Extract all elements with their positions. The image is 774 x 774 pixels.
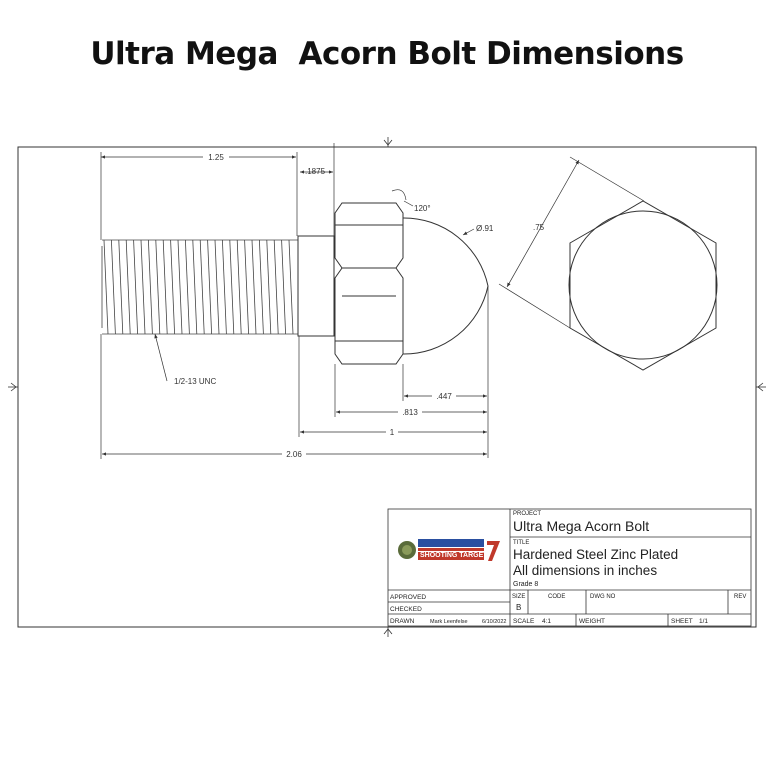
thread-leader xyxy=(154,333,168,382)
dim-dome-angle: 120° xyxy=(414,204,431,213)
dim-shoulder-length: .1875 xyxy=(305,167,326,176)
dim-angle-arc xyxy=(391,189,407,201)
dim-thread-callout: 1/2-13 UNC xyxy=(174,377,216,386)
size-label: SIZE xyxy=(512,594,525,600)
scale-label: SCALE xyxy=(513,618,535,625)
rev-label: REV xyxy=(734,594,746,600)
page-title: Ultra Mega Acorn Bolt Dimensions xyxy=(90,36,684,72)
center-marker-top xyxy=(383,137,393,147)
center-marker-bottom xyxy=(383,627,393,637)
checked-label: CHECKED xyxy=(390,606,422,613)
dim-dome-diameter: Ø.91 xyxy=(476,224,494,233)
center-marker-left xyxy=(8,382,18,392)
approved-label: APPROVED xyxy=(390,594,426,601)
sheet-label: SHEET xyxy=(671,618,693,625)
dim-across-flats: .75 xyxy=(533,223,545,232)
hex-end-view xyxy=(568,200,718,371)
hex-nut-side xyxy=(334,202,404,365)
scale-value: 4:1 xyxy=(542,618,551,625)
drawn-date: 6/10/2022 xyxy=(482,619,506,625)
title-label: TITLE xyxy=(513,540,529,546)
center-marker-right xyxy=(756,382,766,392)
weight-label: WEIGHT xyxy=(579,618,605,625)
project-name: Ultra Mega Acorn Bolt xyxy=(513,518,649,534)
logo-text: SHOOTING TARGETS 7 xyxy=(420,552,498,559)
shoulder xyxy=(297,235,335,337)
dim-line-across-flats xyxy=(506,159,580,288)
title-line-1: Hardened Steel Zinc Plated xyxy=(513,547,678,562)
size-value: B xyxy=(516,603,521,612)
shooting-targets-logo: SHOOTING TARGETS 7 xyxy=(398,539,500,561)
title-block xyxy=(387,508,752,627)
acorn-dome xyxy=(402,217,489,355)
sheet-value: 1/1 xyxy=(699,618,708,625)
dim-overall-thread: 1.25 xyxy=(208,153,224,162)
project-label: PROJECT xyxy=(513,511,541,517)
dim-overall-length: 2.06 xyxy=(286,450,302,459)
code-label: CODE xyxy=(548,594,565,600)
dim-dome-height: .447 xyxy=(436,392,452,401)
drawn-by: Mark Leenfelse xyxy=(430,619,468,625)
dim-nut-length: .813 xyxy=(402,408,418,417)
threaded-shank xyxy=(101,239,299,335)
drawn-label: DRAWN xyxy=(390,618,415,625)
dim-diameter-leader xyxy=(462,228,475,236)
dwg-label: DWG NO xyxy=(590,594,616,600)
title-line-2: All dimensions in inches xyxy=(513,563,657,578)
dim-head-length: 1 xyxy=(390,428,395,437)
grade: Grade 8 xyxy=(513,581,538,588)
